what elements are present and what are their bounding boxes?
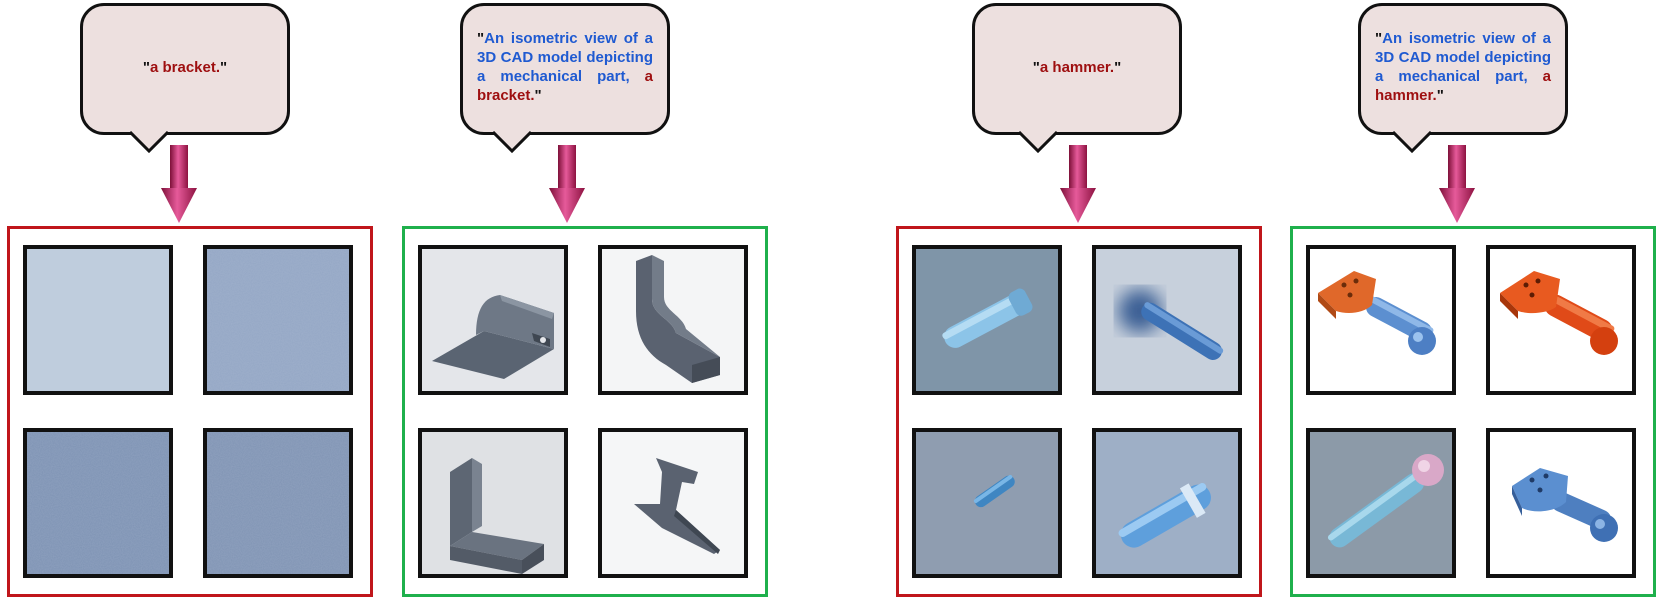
prompt-text: "An isometric view of a 3D CAD model dep… — [1375, 30, 1551, 104]
speech-bubble-tail — [1393, 131, 1431, 153]
speech-bubble: "a bracket." — [80, 3, 290, 135]
prompt-text: "a hammer." — [1032, 58, 1122, 76]
generated-image — [1306, 428, 1456, 578]
result-panel-success — [1290, 226, 1656, 597]
generated-image — [912, 245, 1062, 395]
speech-bubble-tail — [493, 131, 531, 153]
generated-image — [1486, 245, 1636, 395]
generated-image — [23, 428, 173, 578]
result-panel-failure — [896, 226, 1262, 597]
result-panel-success — [402, 226, 768, 597]
example-hammer-plain-prompt: "a hammer." — [896, 0, 1268, 599]
generated-image — [1306, 245, 1456, 395]
example-hammer-detailed-prompt: "An isometric view of a 3D CAD model dep… — [1290, 0, 1661, 599]
speech-bubble-tail — [130, 131, 168, 153]
down-arrow-icon — [1439, 145, 1475, 223]
generated-image — [598, 428, 748, 578]
generated-image — [1092, 428, 1242, 578]
generated-image — [912, 428, 1062, 578]
down-arrow-icon — [161, 145, 197, 223]
example-bracket-plain-prompt: "a bracket." — [7, 0, 379, 599]
down-arrow-icon — [1060, 145, 1096, 223]
generated-image — [1092, 245, 1242, 395]
speech-bubble: "a hammer." — [972, 3, 1182, 135]
speech-bubble-tail — [1019, 131, 1057, 153]
result-panel-failure — [7, 226, 373, 597]
generated-image — [418, 245, 568, 395]
example-bracket-detailed-prompt: "An isometric view of a 3D CAD model dep… — [402, 0, 774, 599]
generated-image — [203, 428, 353, 578]
speech-bubble: "An isometric view of a 3D CAD model dep… — [1358, 3, 1568, 135]
generated-image — [418, 428, 568, 578]
down-arrow-icon — [549, 145, 585, 223]
generated-image — [1486, 428, 1636, 578]
speech-bubble: "An isometric view of a 3D CAD model dep… — [460, 3, 670, 135]
prompt-text: "a bracket." — [142, 58, 228, 76]
generated-image — [598, 245, 748, 395]
generated-image — [203, 245, 353, 395]
prompt-text: "An isometric view of a 3D CAD model dep… — [477, 30, 653, 104]
generated-image — [23, 245, 173, 395]
